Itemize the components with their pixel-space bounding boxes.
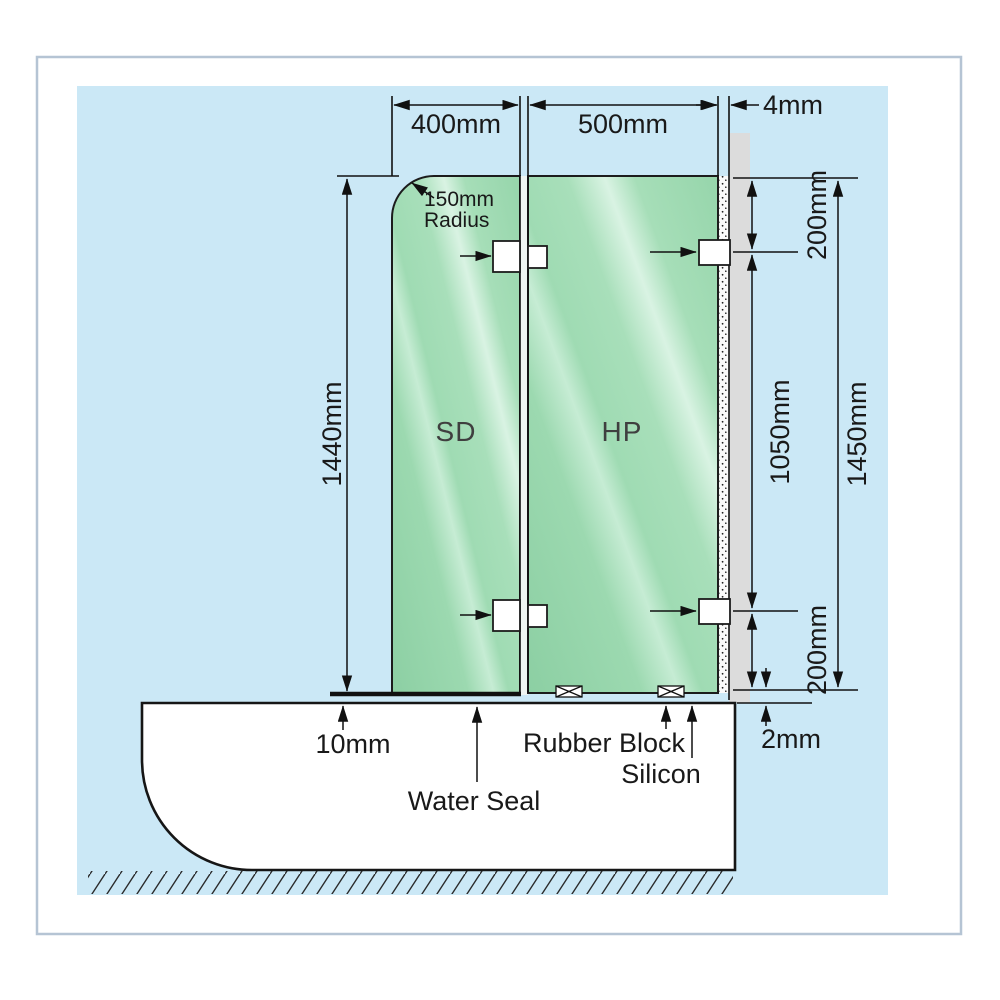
rubber-block-right [657,685,685,698]
dimension-hp-width: 500mm [529,99,717,139]
hp-panel-label: HP [602,416,643,447]
silicon-label: Silicon [621,759,701,789]
wall-bracket-bottom [650,598,731,625]
callout-seal-gap: 10mm [315,705,391,759]
dimension-wall-gap: 4mm [696,90,823,120]
hinge-bottom [460,599,548,632]
dimension-bracket-span: 1050mm [746,254,795,609]
dimension-hp-height: 1450mm [832,180,872,688]
sd-panel: SD [391,175,521,696]
hp-height-label: 1450mm [842,381,872,486]
wall-gap-label: 4mm [763,90,823,120]
sd-panel-label: SD [436,416,477,447]
callout-water-seal: Water Seal [408,706,541,816]
dimension-sd-width: 400mm [393,99,519,139]
bracket-body [698,598,731,625]
hinge-plate-left [492,240,521,273]
sd-width-label: 400mm [411,109,501,139]
hinge-top [460,240,548,273]
bottom-offset-label: 200mm [802,605,832,695]
dimension-sd-height: 1440mm [317,175,399,692]
dimension-bottom-gap: 2mm [760,668,821,754]
hinge-plate-right [527,245,548,269]
sd-height-label: 1440mm [317,381,347,486]
speckled-strip [718,176,729,693]
wall-bracket-top [650,239,731,266]
dimension-top-offset: 200mm [746,170,832,260]
bottom-gap-label: 2mm [761,724,821,754]
hinge-plate-left [492,599,521,632]
callout-silicon: Silicon [621,705,701,789]
right-extension-lines [733,177,858,704]
callout-rubber-block: Rubber Block [523,705,686,758]
bathtub-outline [140,701,737,872]
hp-width-label: 500mm [578,109,668,139]
rubber-block-label: Rubber Block [523,728,686,758]
hp-panel: HP [527,175,719,694]
top-offset-label: 200mm [802,170,832,260]
bracket-span-label: 1050mm [765,379,795,484]
radius-arrow [411,182,435,199]
floor-hatch [88,871,733,894]
radius-note: 150mm Radius [411,182,494,232]
bracket-body [698,239,731,266]
hinge-plate-right [527,604,548,628]
rubber-block-left [555,685,583,698]
wall-strip [729,133,750,703]
seal-gap-label: 10mm [315,729,390,759]
water-seal-label: Water Seal [408,786,541,816]
dimension-bottom-offset: 200mm [746,605,832,695]
radius-word-label: Radius [424,209,489,232]
radius-value-label: 150mm [424,188,494,211]
hinge-channel [520,176,528,695]
